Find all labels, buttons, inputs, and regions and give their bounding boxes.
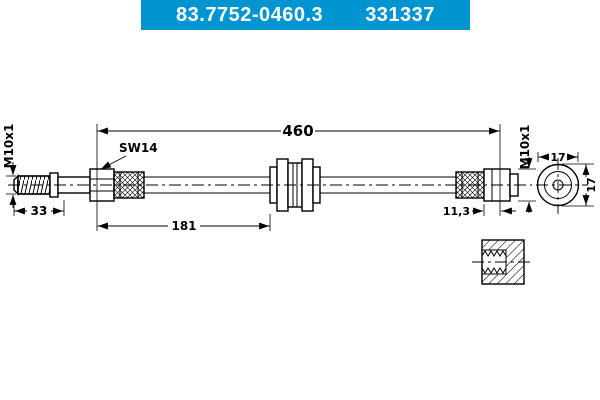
dimension-overall-length: 460 [96,122,501,231]
header-bar: 83.7752-0460.3 331337 [141,0,470,30]
dimension-end-width: 17 [537,151,579,164]
dimension-thread-left: M10x1 [2,124,17,208]
dim-overall-length-label: 460 [282,122,313,140]
callout-hex-size: SW14 [100,141,158,170]
hex-size-label: SW14 [119,141,158,155]
dim-thread-right-label: M10x1 [518,125,532,170]
dimension-stud-length: 33 [13,198,65,218]
dimension-thread-right: M10x1 [518,125,536,213]
dimension-free-length: 181 [97,214,271,233]
centerlines [8,158,588,214]
thread-section-view [472,239,534,285]
reference-number: 331337 [365,3,435,26]
dim-free-length-label: 181 [171,219,196,233]
dimension-end-offset: 11,3 [443,204,516,218]
dim-end-offset-label: 11,3 [443,205,470,218]
dim-thread-left-label: M10x1 [2,124,16,169]
part-number: 83.7752-0460.3 [176,3,324,26]
dimension-end-height: 17 [562,163,598,207]
dim-end-width-label: 17 [550,151,565,164]
dim-end-height-label: 17 [585,177,598,192]
dim-stud-length-label: 33 [31,204,48,218]
